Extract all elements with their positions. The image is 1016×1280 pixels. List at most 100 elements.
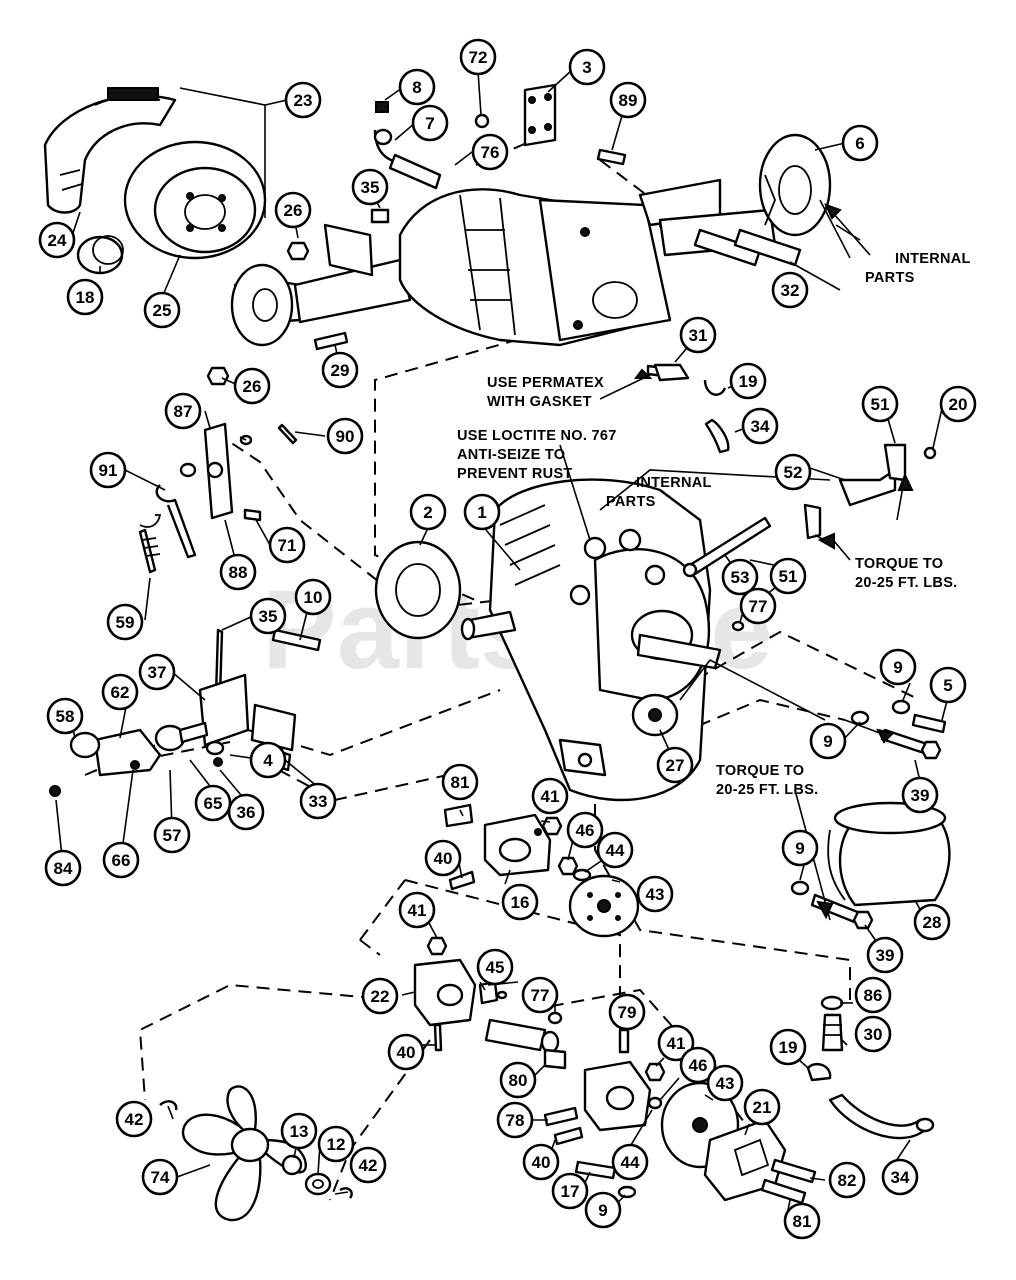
- callout-79: 79: [608, 993, 646, 1031]
- bushing-18: [76, 235, 124, 275]
- small-hardware-top: [206, 101, 682, 386]
- svg-text:8: 8: [412, 78, 421, 97]
- callout-77-low: 77: [521, 976, 559, 1014]
- svg-text:59: 59: [116, 613, 135, 632]
- callout-5: 5: [929, 666, 967, 704]
- callout-10: 10: [294, 578, 332, 616]
- callout-20: 20: [939, 385, 977, 423]
- callout-39-b: 39: [866, 936, 904, 974]
- svg-text:36: 36: [237, 803, 256, 822]
- svg-text:18: 18: [76, 288, 95, 307]
- svg-text:9: 9: [795, 839, 804, 858]
- svg-text:35: 35: [259, 607, 278, 626]
- callout-42-a: 42: [115, 1100, 153, 1138]
- callout-27: 27: [656, 746, 694, 784]
- svg-text:17: 17: [561, 1182, 580, 1201]
- callout-34-low: 34: [881, 1158, 919, 1196]
- svg-text:51: 51: [779, 567, 798, 586]
- svg-text:ANTI-SEIZE TO: ANTI-SEIZE TO: [457, 447, 565, 463]
- svg-text:84: 84: [54, 859, 73, 878]
- fan-shroud: [43, 87, 177, 214]
- callout-9-c: 9: [781, 829, 819, 867]
- svg-text:26: 26: [243, 377, 262, 396]
- svg-text:12: 12: [327, 1135, 346, 1154]
- svg-text:71: 71: [278, 536, 297, 555]
- svg-text:81: 81: [451, 773, 470, 792]
- callout-26-left: 26: [233, 367, 271, 405]
- callout-26-top: 26: [274, 191, 312, 229]
- callout-16: 16: [501, 883, 539, 921]
- svg-text:42: 42: [359, 1156, 378, 1175]
- callout-41-b: 41: [398, 891, 436, 929]
- svg-text:20-25 FT. LBS.: 20-25 FT. LBS.: [716, 782, 819, 798]
- callout-43-b: 43: [706, 1064, 744, 1102]
- svg-text:21: 21: [753, 1098, 772, 1117]
- callout-17: 17: [551, 1172, 589, 1210]
- callout-82: 82: [828, 1161, 866, 1199]
- svg-text:19: 19: [739, 372, 758, 391]
- svg-text:39: 39: [911, 786, 930, 805]
- svg-text:88: 88: [229, 563, 248, 582]
- svg-text:31: 31: [689, 326, 708, 345]
- svg-text:81: 81: [793, 1212, 812, 1231]
- svg-text:PARTS: PARTS: [606, 494, 656, 510]
- svg-text:42: 42: [125, 1110, 144, 1129]
- callout-59: 59: [106, 603, 144, 641]
- svg-text:1: 1: [477, 503, 486, 522]
- svg-text:29: 29: [331, 361, 350, 380]
- svg-text:46: 46: [576, 821, 595, 840]
- callout-37: 37: [138, 653, 176, 691]
- svg-text:57: 57: [163, 826, 182, 845]
- callout-12: 12: [317, 1125, 355, 1163]
- callout-46-a: 46: [566, 811, 604, 849]
- transmission-body: [460, 478, 722, 802]
- callout-18: 18: [66, 278, 104, 316]
- callout-8: 8: [398, 68, 436, 106]
- svg-text:82: 82: [838, 1171, 857, 1190]
- callout-36: 36: [227, 793, 265, 831]
- svg-text:23: 23: [294, 91, 313, 110]
- callout-51-top: 51: [861, 385, 899, 423]
- svg-text:40: 40: [434, 849, 453, 868]
- svg-text:41: 41: [408, 901, 427, 920]
- callout-31: 31: [679, 316, 717, 354]
- svg-text:USE LOCTITE NO. 767: USE LOCTITE NO. 767: [457, 428, 617, 444]
- svg-text:34: 34: [751, 417, 770, 436]
- axle-housing: [230, 133, 832, 347]
- callout-87: 87: [164, 392, 202, 430]
- svg-text:45: 45: [486, 958, 505, 977]
- svg-text:PARTS: PARTS: [865, 270, 915, 286]
- callout-88: 88: [219, 553, 257, 591]
- svg-text:6: 6: [855, 134, 864, 153]
- callout-80: 80: [499, 1061, 537, 1099]
- callout-19-top: 19: [729, 362, 767, 400]
- svg-text:WITH GASKET: WITH GASKET: [487, 394, 592, 410]
- svg-text:32: 32: [781, 281, 800, 300]
- svg-text:87: 87: [174, 402, 193, 421]
- note-torque-right: TORQUE TO 20-25 FT. LBS.: [817, 472, 957, 591]
- callout-51-mid: 51: [769, 557, 807, 595]
- callout-78: 78: [496, 1101, 534, 1139]
- callout-71: 71: [268, 526, 306, 564]
- callout-24: 24: [38, 221, 76, 259]
- callout-40-c: 40: [522, 1143, 560, 1181]
- svg-text:19: 19: [779, 1038, 798, 1057]
- callout-42-b: 42: [349, 1146, 387, 1184]
- callout-40-b: 40: [387, 1033, 425, 1071]
- callout-35-mid: 35: [249, 597, 287, 635]
- svg-text:43: 43: [716, 1074, 735, 1093]
- callout-57: 57: [153, 816, 191, 854]
- callout-28: 28: [913, 903, 951, 941]
- svg-text:16: 16: [511, 893, 530, 912]
- callout-19-low: 19: [769, 1028, 807, 1066]
- svg-text:TORQUE TO: TORQUE TO: [855, 556, 943, 572]
- callout-74: 74: [141, 1158, 179, 1196]
- svg-text:27: 27: [666, 756, 685, 775]
- callout-43-a: 43: [636, 875, 674, 913]
- oil-filter-28: [827, 801, 951, 907]
- callout-40-a: 40: [424, 839, 462, 877]
- svg-text:33: 33: [309, 792, 328, 811]
- callout-52: 52: [774, 453, 812, 491]
- callout-6: 6: [841, 124, 879, 162]
